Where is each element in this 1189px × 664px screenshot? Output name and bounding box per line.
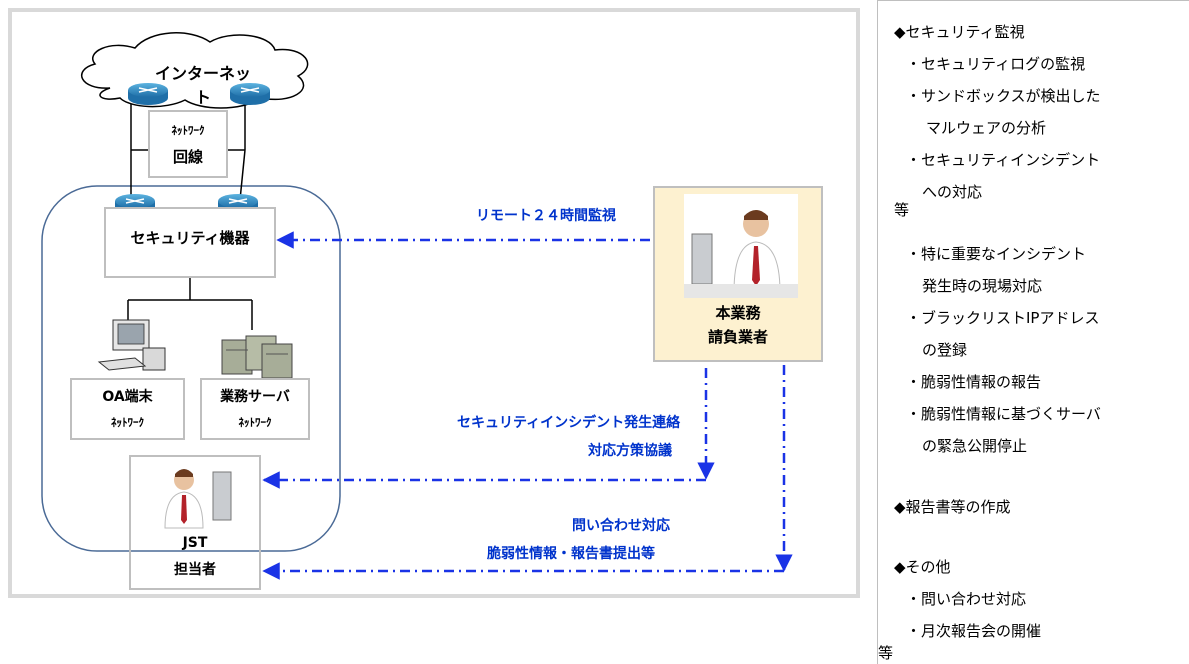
network-wires — [127, 100, 253, 330]
oa-terminal-label-2: ﾈｯﾄﾜｰｸ — [111, 416, 144, 429]
panel-item: ・脆弱性情報に基づくサーバ — [906, 405, 1101, 423]
network-line-label-1: ﾈｯﾄﾜｰｸ — [171, 124, 205, 137]
jst-box: JST 担当者 — [129, 455, 261, 590]
panel-item: ・ブラックリストIPアドレス — [906, 309, 1100, 327]
panel-item-cont: マルウェアの分析 — [926, 119, 1047, 137]
panel-heading-monitoring: ◆セキュリティ監視 — [894, 23, 1025, 41]
person-at-computer-icon — [164, 469, 232, 529]
panel-item: ・セキュリティログの監視 — [906, 55, 1086, 73]
business-server-label-2: ﾈｯﾄﾜｰｸ — [238, 416, 272, 429]
security-device-label: セキュリティ機器 — [130, 229, 250, 247]
panel-item-cont: の登録 — [922, 341, 968, 359]
panel-item: ・サンドボックスが検出した — [906, 87, 1101, 105]
business-server-box: 業務サーバ ﾈｯﾄﾜｰｸ — [200, 378, 310, 440]
person-at-computer-icon — [684, 210, 798, 298]
network-line-label-2: 回線 — [172, 148, 203, 166]
inquiry-label-1: 問い合わせ対応 — [572, 518, 670, 534]
panel-etc: 等 — [894, 201, 910, 219]
oa-terminal-box: OA端末 ﾈｯﾄﾜｰｸ — [70, 378, 185, 440]
arrow-lines — [262, 231, 793, 580]
internal-network-outline — [41, 185, 341, 552]
jst-label-1: JST — [182, 535, 208, 551]
security-device-box: セキュリティ機器 — [104, 207, 276, 278]
network-line-box: ﾈｯﾄﾜｰｸ 回線 — [148, 110, 228, 178]
contractor-label-2: 請負業者 — [707, 328, 768, 346]
internet-label: インターネット — [154, 64, 251, 107]
panel-item: ・セキュリティインシデント — [906, 151, 1101, 169]
jst-label-2: 担当者 — [174, 562, 216, 578]
panel-item: ・月次報告会の開催 — [906, 622, 1042, 640]
panel-item-cont: への対応 — [922, 183, 983, 201]
panel-item-cont: 発生時の現場対応 — [922, 277, 1043, 295]
panel-item: ・特に重要なインシデント — [906, 245, 1087, 263]
server-icon — [221, 335, 293, 379]
panel-heading-other: ◆その他 — [894, 558, 951, 576]
panel-heading-reports: ◆報告書等の作成 — [894, 498, 1011, 516]
panel-etc: 等 — [878, 644, 894, 662]
panel-item: ・脆弱性情報の報告 — [906, 373, 1042, 391]
monitoring-label: リモート２４時間監視 — [476, 208, 616, 224]
computer-icon — [97, 319, 166, 371]
business-server-label-1: 業務サーバ — [220, 389, 290, 405]
panel-item-cont: の緊急公開停止 — [922, 437, 1028, 455]
incident-label-2: 対応方策協議 — [588, 443, 672, 459]
contractor-label-1: 本業務 — [715, 304, 761, 322]
oa-terminal-label-1: OA端末 — [102, 389, 153, 405]
inquiry-label-2: 脆弱性情報・報告書提出等 — [487, 546, 655, 562]
incident-label-1: セキュリティインシデント発生連絡 — [457, 415, 681, 431]
panel-item: ・問い合わせ対応 — [906, 590, 1027, 608]
task-list-panel: ◆セキュリティ監視 ・セキュリティログの監視 ・サンドボックスが検出した マルウ… — [877, 0, 1189, 664]
